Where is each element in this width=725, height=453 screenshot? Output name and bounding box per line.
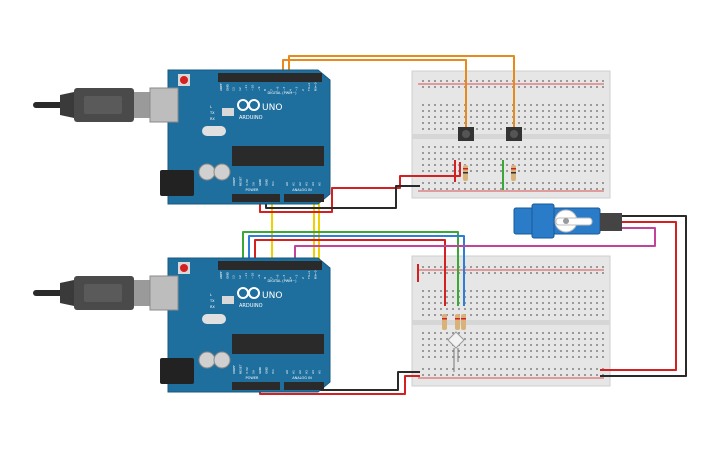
pin-label: 4 [288, 277, 292, 279]
power-label: POWER [246, 188, 260, 192]
power-pin-label: RESET [239, 176, 243, 186]
arduino-logo-icon [237, 287, 260, 299]
arduino-uno-1: ARDUINO UNO DIGITAL (PWM~) POWER ANALOG IN TX… [33, 69, 331, 205]
pin-label: 13 [232, 275, 236, 279]
pin-label: 12 [238, 275, 242, 279]
l-label: L [210, 105, 212, 109]
resistor-icon [461, 314, 466, 330]
power-pin-label: 5V [252, 369, 256, 374]
pin-label: ~3 [295, 274, 299, 279]
arduino-logo-icon [237, 99, 260, 111]
resistor-icon [455, 314, 460, 330]
analog-pin-label: A0 [285, 370, 289, 374]
wire-green [242, 231, 459, 306]
analog-pin-label: A3 [305, 370, 309, 374]
led-icon [447, 331, 465, 372]
logo: ARDUINO [239, 303, 263, 309]
l-label: L [210, 293, 212, 297]
analog-pin-label: A5 [318, 370, 322, 374]
analog-pin-label: A2 [298, 182, 302, 186]
power-pin-label: RESET [239, 364, 243, 374]
pin-label: 13 [232, 87, 236, 91]
pin-label: 12 [238, 87, 242, 91]
power-pin-label: 5V [252, 181, 256, 186]
analog-pin-label: A2 [298, 370, 302, 374]
pin-label: ~9 [257, 274, 261, 279]
pin-label: 7 [269, 89, 273, 91]
arduino-uno-2: ARDUINO UNO DIGITAL (PWM~) POWER ANALOG IN TX… [33, 257, 331, 393]
pushbutton-icon [458, 127, 474, 141]
digital-label: DIGITAL (PWM~) [267, 279, 297, 283]
resistor-icon [442, 314, 447, 330]
power-pin-label: IOREF [232, 177, 236, 186]
power-pin-label: 3.3V [245, 178, 249, 186]
wire-magenta [294, 227, 656, 266]
servo-motor-icon [513, 203, 622, 239]
power-pin-label: Vin [271, 369, 275, 374]
wire-red-mid [254, 239, 446, 306]
pin-label: 8 [263, 277, 267, 279]
breadboard-bottom [411, 255, 611, 387]
usb-cable-icon [33, 88, 152, 122]
tx-label: TX [209, 111, 215, 115]
pin-label: ~6 [276, 274, 280, 279]
model: UNO [262, 291, 282, 301]
pin-label: ~10 [251, 273, 255, 279]
rx-label: RX [210, 117, 215, 121]
pin-label: ~6 [276, 86, 280, 91]
analog-pin-label: A1 [292, 370, 296, 374]
pin-label: AREF [219, 83, 223, 91]
power-pin-label: Vin [271, 181, 275, 186]
power-pin-label: GND [265, 366, 269, 374]
power-pin-label: GND [258, 366, 262, 374]
pin-label: ~10 [251, 85, 255, 91]
pin-label: GND [225, 271, 229, 279]
analog-label: ANALOG IN [292, 376, 312, 380]
analog-pin-label: A1 [292, 182, 296, 186]
wire-orange-2 [288, 55, 515, 128]
pin-label: 2 [301, 89, 305, 91]
wire-servo-black [600, 215, 687, 377]
pin-label: GND [225, 83, 229, 91]
power-label: POWER [246, 376, 260, 380]
analog-pin-label: A5 [318, 182, 322, 186]
model: UNO [262, 103, 282, 113]
pin-label: ~5 [282, 274, 286, 279]
resistor-icon [511, 165, 516, 181]
pin-label: AREF [219, 271, 223, 279]
analog-pin-label: A4 [311, 182, 315, 186]
power-pin-label: GND [265, 178, 269, 186]
pin-label: ~11 [244, 273, 248, 279]
pin-label: 2 [301, 277, 305, 279]
pin-label: RX←0 [314, 270, 318, 279]
pushbutton-icon [506, 127, 522, 141]
logo: ARDUINO [239, 115, 263, 121]
analog-label: ANALOG IN [292, 188, 312, 192]
tx-label: TX [209, 299, 215, 303]
rx-label: RX [210, 305, 215, 309]
pin-label: TX→1 [307, 271, 311, 280]
wire-red-top [259, 162, 461, 213]
power-pin-label: 3.3V [245, 366, 249, 374]
wire-servo-red [600, 221, 677, 371]
analog-pin-label: A4 [311, 370, 315, 374]
power-pin-label: IOREF [232, 365, 236, 374]
power-pin-label: GND [258, 178, 262, 186]
pin-label: ~11 [244, 85, 248, 91]
analog-pin-label: A3 [305, 182, 309, 186]
usb-cable-icon [33, 276, 152, 310]
pin-label: ~3 [295, 86, 299, 91]
wire-blue [248, 235, 465, 306]
resistor-icon [463, 165, 468, 181]
digital-label: DIGITAL (PWM~) [267, 91, 297, 95]
pin-label: ~5 [282, 86, 286, 91]
pin-label: ~9 [257, 86, 261, 91]
pin-label: 7 [269, 277, 273, 279]
analog-pin-label: A0 [285, 182, 289, 186]
pin-label: 8 [263, 89, 267, 91]
pin-label: 4 [288, 89, 292, 91]
pin-label: RX←0 [314, 82, 318, 91]
pin-label: TX→1 [307, 83, 311, 92]
